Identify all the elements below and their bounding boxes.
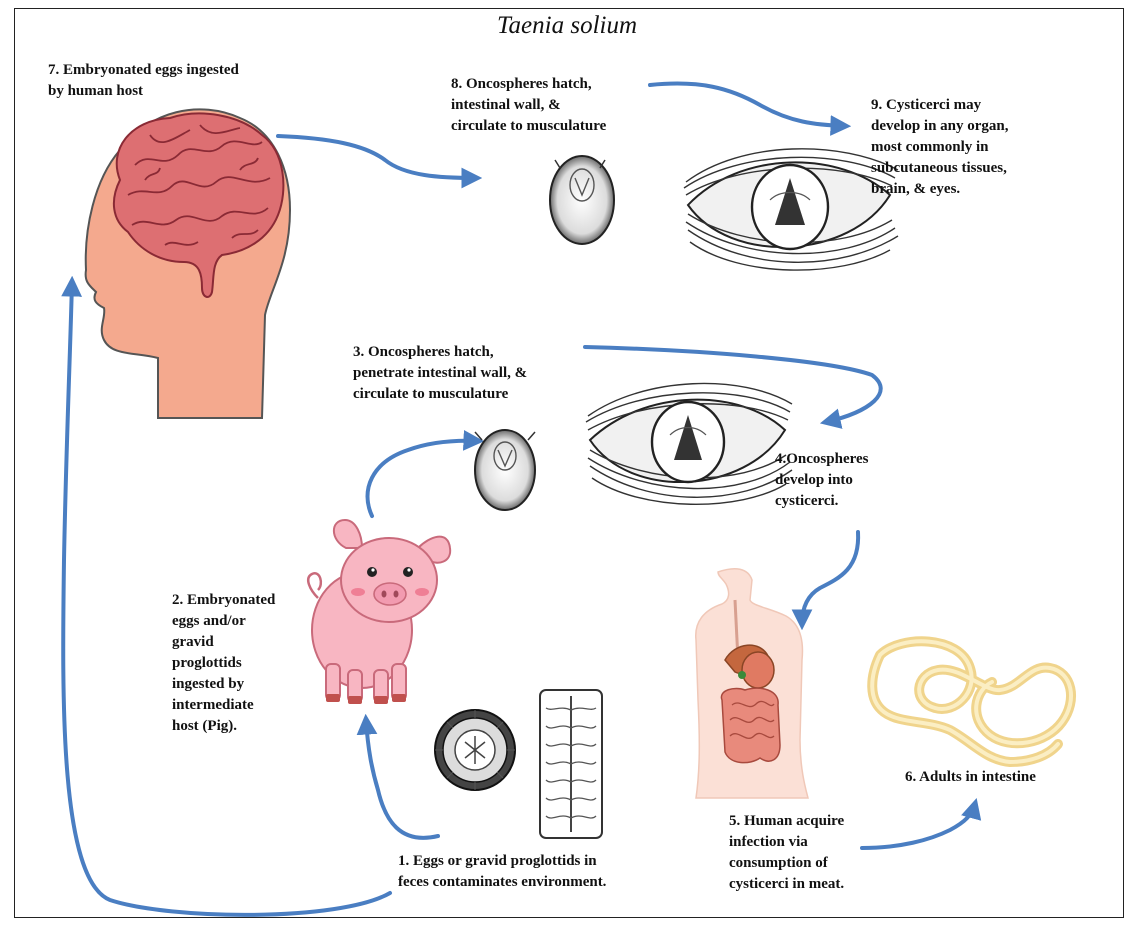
step-3-label: 3. Oncospheres hatch, penetrate intestin… xyxy=(353,342,527,405)
step-7-label: 7. Embryonated eggs ingested by human ho… xyxy=(48,60,239,102)
muscle-tissue-cyst-middle xyxy=(586,383,792,504)
arrow-pig-to-3 xyxy=(368,441,479,516)
arrow-4-to-5 xyxy=(802,532,858,624)
pig-illustration xyxy=(308,520,450,704)
diagram-title: Taenia solium xyxy=(0,12,1134,40)
adult-tapeworm-illustration xyxy=(872,641,1071,762)
oncosphere-cyst-middle xyxy=(475,430,535,510)
arrow-8-to-9 xyxy=(650,84,845,126)
step-8-label: 8. Oncospheres hatch, intestinal wall, &… xyxy=(451,74,606,137)
oncosphere-cyst-top xyxy=(550,156,614,244)
arrow-1-to-pig xyxy=(366,720,438,838)
muscle-tissue-cyst-top xyxy=(684,149,898,270)
arrow-5-to-6 xyxy=(862,804,975,848)
embryonated-egg-illustration xyxy=(435,710,515,790)
step-1-label: 1. Eggs or gravid proglottids in feces c… xyxy=(398,851,606,893)
human-torso-intestine-illustration xyxy=(696,569,808,798)
step-9-label: 9. Cysticerci may develop in any organ, … xyxy=(871,95,1009,200)
step-2-label: 2. Embryonated eggs and/or gravid proglo… xyxy=(172,590,275,737)
step-4-label: 4.Oncospheres develop into cysticerci. xyxy=(775,449,868,512)
arrow-7-to-8 xyxy=(278,136,476,178)
step-6-label: 6. Adults in intestine xyxy=(905,767,1036,788)
gravid-proglottid-illustration xyxy=(540,690,602,838)
human-head-brain-illustration xyxy=(86,109,290,418)
step-5-label: 5. Human acquire infection via consumpti… xyxy=(729,811,844,895)
